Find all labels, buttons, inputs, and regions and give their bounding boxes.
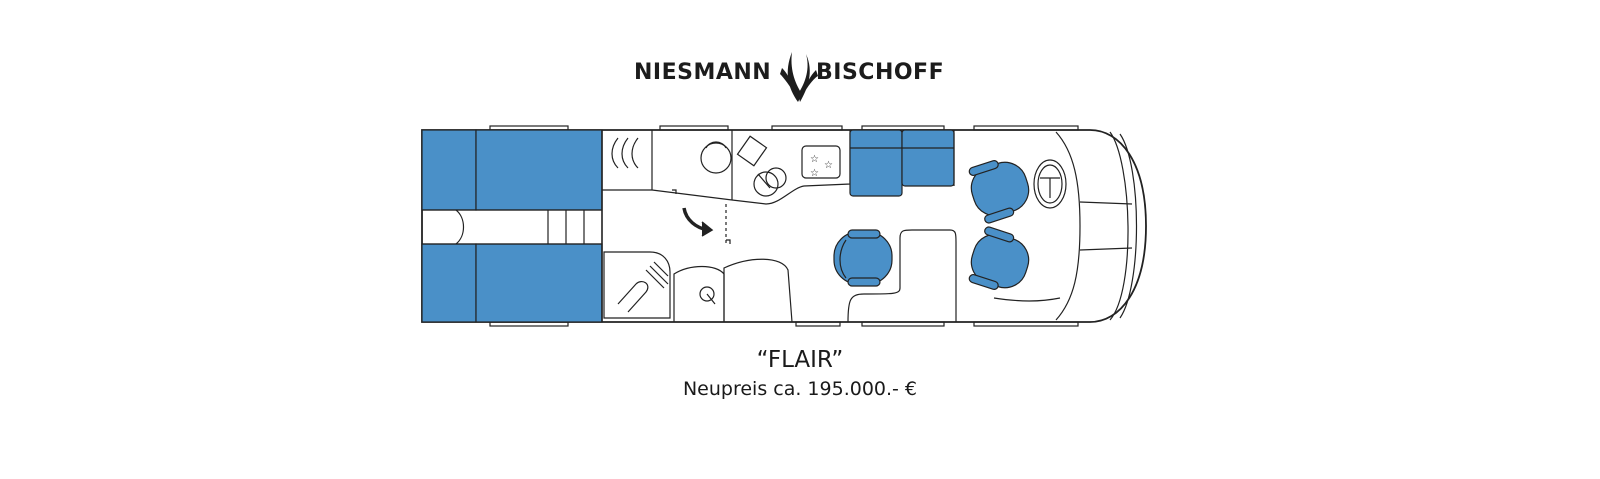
brand-logo: NIESMANN BISCHOFF bbox=[620, 40, 950, 112]
table bbox=[847, 229, 957, 323]
cab-line bbox=[1055, 131, 1081, 321]
wardrobe-front bbox=[723, 258, 793, 323]
bed-left-bottom bbox=[421, 243, 477, 323]
door-line-lower bbox=[1079, 247, 1133, 251]
kitchen: ☆ ☆ ☆ bbox=[731, 130, 851, 205]
toilet-icon bbox=[700, 142, 732, 174]
passenger-seat bbox=[968, 226, 1030, 290]
windshield-line bbox=[1109, 131, 1129, 321]
sofa-seat-1 bbox=[849, 129, 903, 197]
rear-beds bbox=[421, 129, 603, 323]
sofa-seat-2 bbox=[901, 129, 955, 187]
stove-icon bbox=[736, 135, 768, 167]
windshield-line-2 bbox=[1119, 133, 1138, 319]
shower-icon bbox=[603, 251, 671, 319]
bathroom bbox=[602, 130, 793, 323]
brand-name-left: NIESMANN bbox=[634, 60, 772, 85]
rear-step bbox=[455, 209, 465, 245]
hanger-icon bbox=[611, 137, 639, 169]
flame-swirl-icon bbox=[780, 52, 818, 102]
bed-right-bottom bbox=[475, 243, 603, 323]
washbasin-icon bbox=[673, 265, 725, 322]
floor-plan: ☆ ☆ ☆ bbox=[421, 125, 1147, 327]
bed-right-top bbox=[475, 129, 603, 211]
hob-icon bbox=[801, 145, 841, 179]
brand-name-right: BISCHOFF bbox=[816, 60, 945, 85]
svg-text:☆: ☆ bbox=[824, 160, 833, 171]
steering-wheel-icon bbox=[1033, 159, 1067, 209]
sink-icon bbox=[753, 171, 779, 197]
door-line-upper bbox=[1079, 201, 1133, 205]
driver-seat bbox=[968, 160, 1030, 224]
dinette-chair bbox=[833, 229, 893, 287]
svg-text:☆: ☆ bbox=[810, 154, 819, 165]
bed-left-top bbox=[421, 129, 477, 211]
model-name: “FLAIR” bbox=[756, 347, 844, 373]
sofa bbox=[849, 129, 955, 197]
door-arrow-icon bbox=[682, 207, 714, 237]
model-price: Neupreis ca. 195.000.- € bbox=[682, 378, 918, 400]
svg-text:☆: ☆ bbox=[810, 168, 819, 179]
